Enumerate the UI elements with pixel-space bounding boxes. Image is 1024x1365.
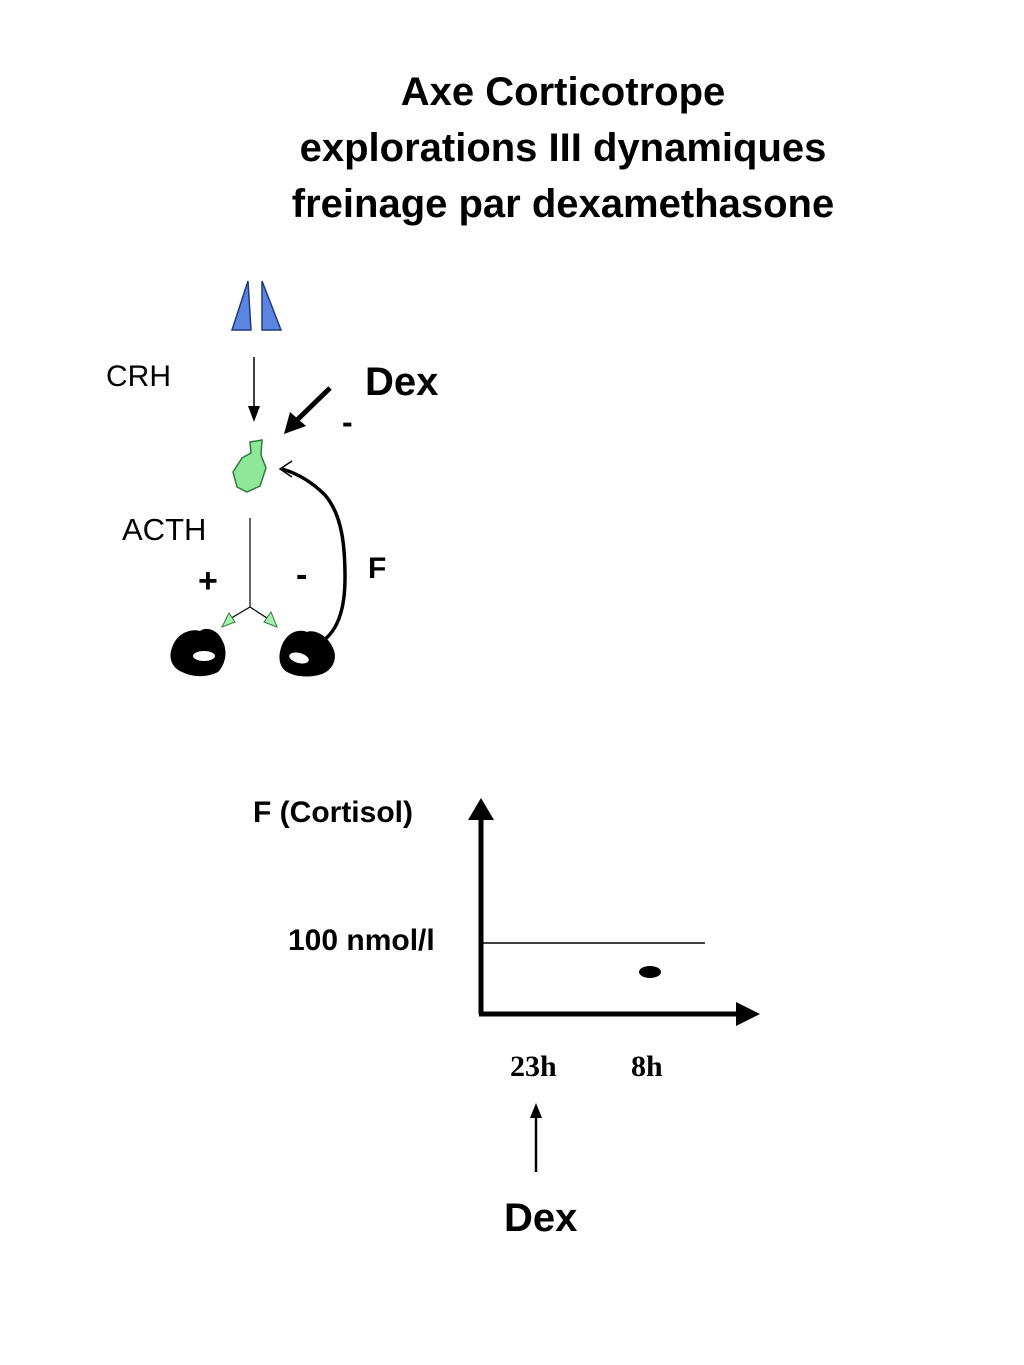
acth-arrow-head-left: [220, 612, 236, 628]
plot-y-axis-arrow: [468, 798, 494, 820]
dex-arrow: [293, 386, 332, 424]
dex-label-top: Dex: [365, 360, 439, 404]
title-line-3: freinage par dexamethasone: [291, 182, 835, 226]
feedback-inhibition-sign: -: [296, 556, 308, 594]
hypothalamus-shape: [230, 280, 283, 331]
acth-arrow-head-right: [263, 610, 278, 628]
title-line-1: Axe Corticotrope: [400, 70, 726, 114]
title-line-2: explorations III dynamiques: [299, 126, 827, 170]
x-tick-23h: 23h: [510, 1050, 557, 1083]
threshold-label: 100 nmol/l: [288, 924, 435, 957]
plot-x-axis-arrow: [736, 1002, 760, 1026]
acth-stimulation-sign: +: [198, 562, 218, 600]
cortisol-feedback-loop: [281, 467, 347, 642]
dex-arrow-head: [284, 412, 306, 434]
crh-arrow-head: [248, 406, 260, 422]
pituitary-gland: [232, 439, 267, 493]
page-title: Axe Corticotrope explorations III dynami…: [0, 64, 1024, 232]
dex-dose-arrow-head: [530, 1103, 542, 1118]
adrenal-gland-left: [170, 628, 226, 677]
hypothalamus-left-lobe: [230, 280, 252, 331]
acth-label: ACTH: [122, 512, 207, 547]
x-tick-8h: 8h: [631, 1050, 663, 1083]
plot-y-axis-label: F (Cortisol): [253, 796, 413, 829]
dex-label-bottom: Dex: [504, 1196, 578, 1240]
adrenal-gland-right: [279, 630, 335, 677]
cortisol-feedback-arrow-head: [278, 460, 293, 478]
cortisol-8h-point: [639, 966, 661, 978]
hypothalamus-right-lobe: [261, 280, 283, 331]
crh-label: CRH: [106, 360, 171, 393]
dex-inhibition-sign: -: [342, 404, 353, 440]
feedback-label: F: [368, 552, 387, 585]
